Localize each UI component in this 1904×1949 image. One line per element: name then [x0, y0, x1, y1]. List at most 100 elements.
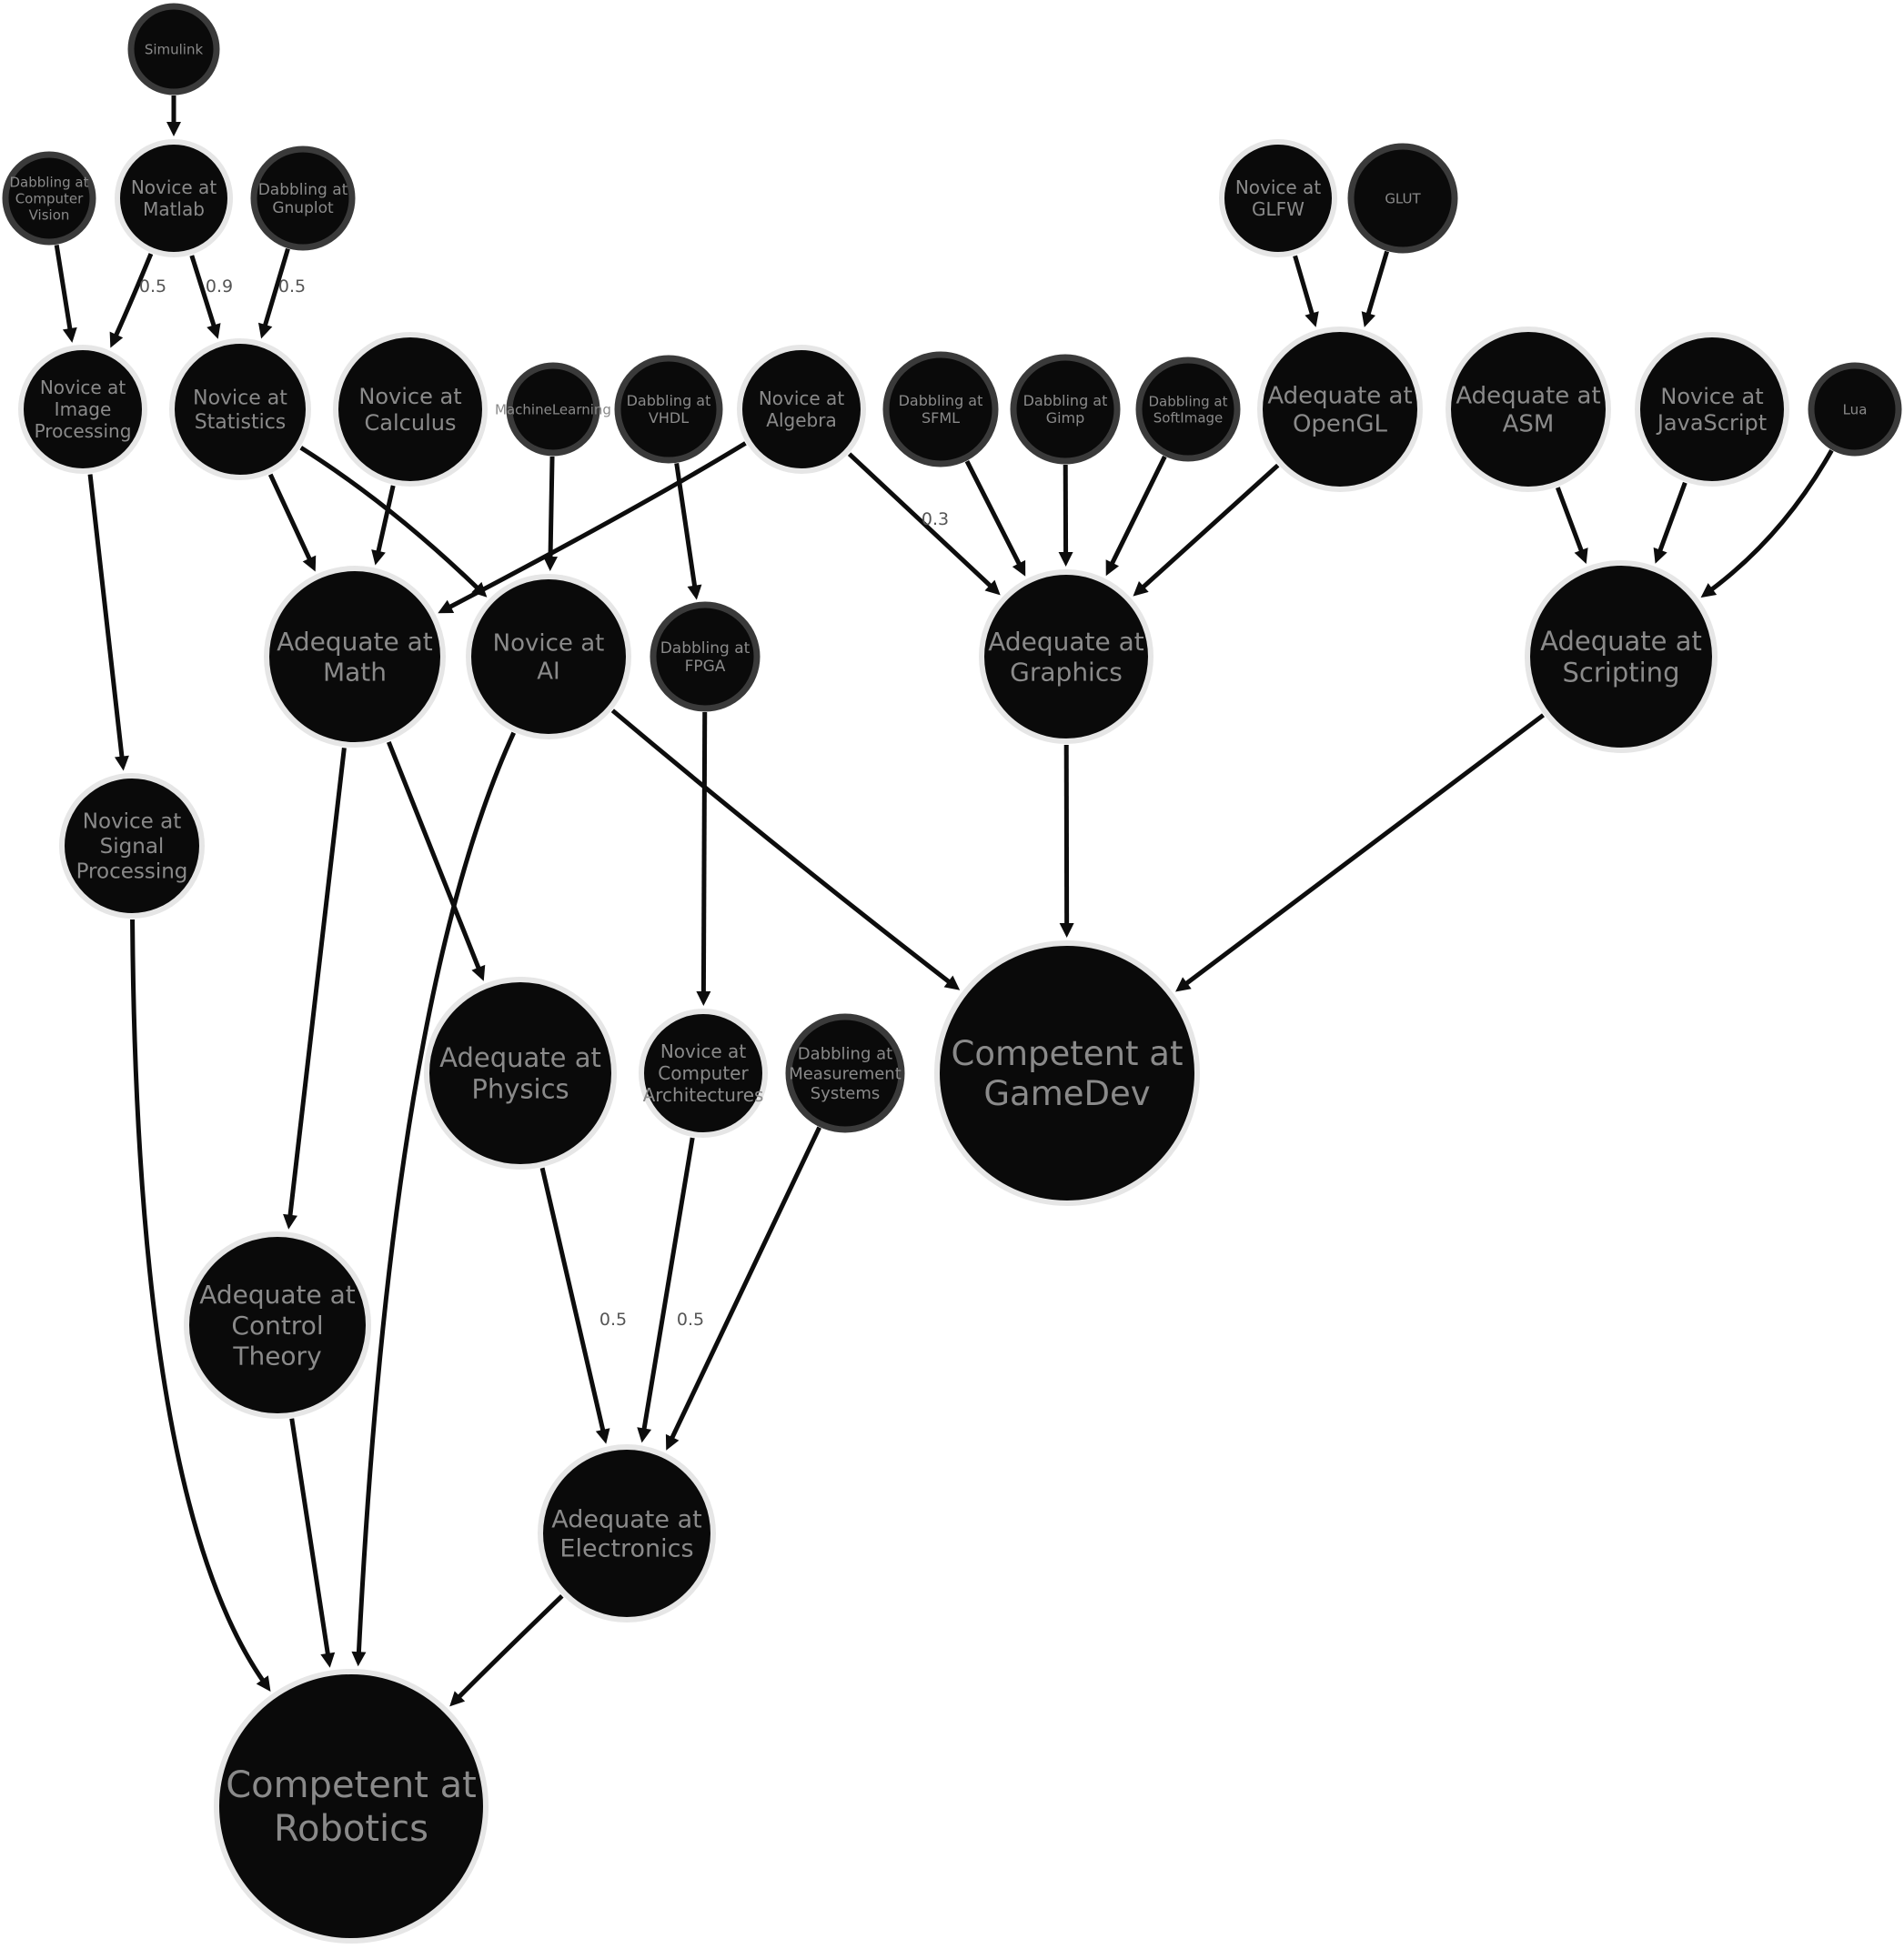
edge-line — [1657, 481, 1687, 554]
edge-algebra-to-math — [438, 441, 747, 614]
node-label: Novice at — [493, 630, 605, 658]
edge-line — [456, 1594, 564, 1701]
node-circle — [506, 362, 600, 457]
arrowhead-icon — [595, 1428, 610, 1444]
node-label: Image — [55, 398, 112, 420]
skill-node-glut[interactable]: GLUT — [1347, 143, 1458, 254]
edge-stats-to-math — [267, 473, 317, 572]
node-label: Adequate at — [277, 627, 433, 657]
arrowhead-icon — [637, 1427, 652, 1443]
node-label: GLUT — [1385, 190, 1421, 206]
edge-lua-to-scripting — [1700, 449, 1834, 598]
arrowhead-icon — [62, 327, 77, 343]
edge-comparch-to-electronics — [637, 1137, 695, 1443]
edge-line — [54, 244, 73, 332]
node-label: Novice at — [759, 387, 845, 409]
edge-line — [1140, 463, 1280, 590]
edge-opengl-to-graphics — [1133, 463, 1280, 597]
node-label: Vision — [29, 206, 70, 223]
edge-line — [356, 731, 516, 1655]
node-label: Competent at — [952, 1034, 1184, 1073]
arrowhead-icon — [207, 323, 221, 339]
node-label: JavaScript — [1656, 410, 1767, 436]
edge-gimp-to-graphics — [1058, 464, 1073, 568]
arrowhead-icon — [257, 322, 273, 339]
node-label: Graphics — [1010, 658, 1123, 688]
arrowhead-icon — [320, 1652, 336, 1668]
node-circle — [59, 773, 205, 919]
node-label: Dabbling at — [1023, 392, 1108, 409]
edge-line — [610, 708, 952, 985]
edge-line — [964, 459, 1023, 568]
edge-line — [1708, 449, 1834, 593]
edge-control-to-robotics — [289, 1418, 336, 1668]
node-label: Processing — [35, 420, 132, 442]
arrowhead-icon — [471, 964, 486, 981]
node-circle — [115, 139, 233, 257]
skill-node-lua[interactable]: Lua — [1808, 362, 1902, 457]
node-label: Signal — [100, 835, 165, 859]
node-circle — [250, 146, 356, 251]
node-label: Dabbling at — [660, 639, 751, 658]
node-label: OpenGL — [1293, 411, 1388, 438]
node-label: Theory — [232, 1341, 321, 1371]
arrowhead-icon — [114, 755, 129, 771]
edge-ml-to-ai — [543, 456, 559, 572]
node-label: Gimp — [1046, 409, 1085, 427]
node-circle — [785, 1013, 905, 1133]
edge-line — [1365, 250, 1390, 317]
edge-physics-to-electronics — [539, 1167, 610, 1444]
edge-matlab-to-stats — [189, 255, 221, 339]
edge-ai-to-gamedev — [610, 708, 961, 990]
node-label: Algebra — [766, 409, 836, 431]
arrowhead-icon — [1105, 559, 1119, 577]
edge-weight-label: 0.5 — [139, 276, 166, 296]
node-label: Novice at — [358, 384, 461, 409]
node-label: Dabbling at — [1149, 393, 1228, 409]
edge-scripting-to-gamedev — [1175, 713, 1545, 992]
node-label: Novice at — [131, 176, 217, 198]
node-label: Dabbling at — [798, 1045, 892, 1064]
node-circle — [737, 345, 866, 474]
arrowhead-icon — [1059, 922, 1074, 939]
node-circle — [169, 338, 311, 480]
skill-node-ml[interactable]: MachineLearning — [495, 362, 611, 457]
node-circle — [934, 940, 1200, 1206]
edge-line — [847, 452, 994, 589]
arrowhead-icon — [438, 599, 455, 614]
node-label: MachineLearning — [495, 401, 611, 417]
edge-math-to-control — [283, 748, 347, 1230]
skill-node-simulink[interactable]: Simulink — [127, 3, 220, 95]
arrowhead-icon — [1133, 580, 1149, 597]
node-label: ASM — [1503, 411, 1555, 438]
